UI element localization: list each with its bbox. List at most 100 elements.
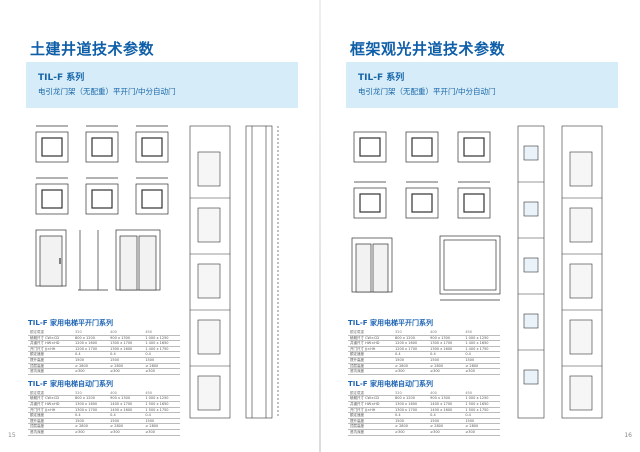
table-cell: 320 xyxy=(393,330,429,336)
table-cell: ≥300 xyxy=(73,368,109,375)
table-cell: 井道尺寸 HW×HD xyxy=(348,401,394,408)
left-table-2-title: TIL-F 家用电梯自动门系列 xyxy=(28,379,113,388)
table-cell: 1 400 x 1650 xyxy=(143,340,180,347)
table-cell: ≥300 xyxy=(143,429,180,436)
table-cell: 0.4 xyxy=(428,412,464,419)
table-cell: 800 x 1200 xyxy=(73,395,109,402)
table-cell: 1500 xyxy=(428,418,464,425)
table-cell: 1 500 x 1650 xyxy=(463,401,500,408)
table-cell: 400 xyxy=(108,390,144,397)
table-cell: 顶层高度 xyxy=(28,423,74,430)
table-cell: 0.4 xyxy=(393,351,429,358)
table-cell: ≥ 2800 xyxy=(143,423,180,430)
table-cell: 1500 xyxy=(463,357,500,364)
table-cell: 1200 x 1700 xyxy=(393,346,429,353)
table-cell: 顶层高度 xyxy=(348,423,394,430)
table-cell: 320 xyxy=(73,390,109,397)
table-cell: ≥ 2800 xyxy=(463,423,500,430)
table-cell: 400 xyxy=(108,330,144,336)
left-series-subtitle: 电引龙门架（无配重）平开门/中分自动门 xyxy=(38,87,176,96)
table-cell: 提升高度 xyxy=(28,357,74,364)
table-cell: 0.4 xyxy=(143,351,180,358)
table-cell: ≥300 xyxy=(428,429,464,436)
table-cell: 1200 x 1600 xyxy=(73,340,109,347)
table-cell: ≥300 xyxy=(108,368,144,375)
right-shaft-section xyxy=(517,125,603,419)
table-cell: ≥300 xyxy=(393,429,429,436)
table-cell: 0.4 xyxy=(73,412,109,419)
table-cell: ≥300 xyxy=(463,429,500,436)
table-cell: 轿厢尺寸 CW×CD xyxy=(28,335,74,342)
table-cell: 1500 xyxy=(108,418,144,425)
table-cell: 900 x 1300 xyxy=(108,395,144,402)
table-cell: 1300 x 1700 xyxy=(73,407,109,414)
table-cell: 1200 x 1700 xyxy=(73,346,109,353)
table-cell: 额定载重 xyxy=(348,390,394,397)
table-cell: 0.4 xyxy=(143,412,180,419)
left-plan-drawings xyxy=(35,125,169,291)
right-plan-drawings xyxy=(351,131,501,301)
table-cell: 底坑深度 xyxy=(348,429,394,436)
table-cell: 井道尺寸 HW×HD xyxy=(348,340,394,347)
table-cell: 1 000 x 1250 xyxy=(463,335,500,342)
table-cell: 800 x 1200 xyxy=(393,395,429,402)
table-cell: 井道尺寸 HW×HD xyxy=(28,401,74,408)
right-page-title: 框架观光井道技术参数 xyxy=(350,40,506,58)
table-cell: ≥ 2800 xyxy=(143,363,180,370)
table-cell: 额定速度 xyxy=(28,412,74,419)
table-cell: 1400 x 1600 xyxy=(428,407,464,414)
right-series-label: TIL-F 系列 xyxy=(358,73,405,83)
table-cell: 提升高度 xyxy=(348,418,394,425)
table-cell: 900 x 1300 xyxy=(428,335,464,342)
table-cell: 450 xyxy=(143,390,180,397)
table-cell: ≥ 2800 xyxy=(393,363,429,370)
table-cell: ≥300 xyxy=(73,429,109,436)
left-page-title: 土建井道技术参数 xyxy=(30,40,155,58)
table-cell: 0.4 xyxy=(463,351,500,358)
right-page-number: 16 xyxy=(624,432,632,439)
table-cell: 1500 xyxy=(393,418,429,425)
table-cell: ≥300 xyxy=(393,368,429,375)
table-cell: 额定速度 xyxy=(348,351,394,358)
left-page: 土建井道技术参数 TIL-F 系列 电引龙门架（无配重）平开门/中分自动门 xyxy=(8,40,298,439)
table-cell: 开门尺寸 JJ×HH xyxy=(28,346,74,353)
right-series-band: TIL-F 系列 电引龙门架（无配重）平开门/中分自动门 xyxy=(346,62,618,108)
table-cell: 1 400 x 1750 xyxy=(143,346,180,353)
table-cell: 额定载重 xyxy=(28,390,74,397)
table-cell: 1300 x 1600 xyxy=(108,346,144,353)
table-cell: 1 500 x 1650 xyxy=(143,401,180,408)
table-cell: 400 xyxy=(428,390,464,397)
table-cell: 1400 x 1700 xyxy=(428,401,464,408)
table-cell: 1500 xyxy=(143,357,180,364)
table-cell: 0.4 xyxy=(463,412,500,419)
table-cell: 900 x 1300 xyxy=(108,335,144,342)
table-cell: 1500 xyxy=(428,357,464,364)
table-cell: 800 x 1200 xyxy=(393,335,429,342)
table-cell: 1 500 x 1750 xyxy=(463,407,500,414)
table-cell: 额定速度 xyxy=(28,351,74,358)
table-cell: 400 xyxy=(428,330,464,336)
table-cell: 轿厢尺寸 CW×CD xyxy=(348,395,394,402)
table-cell: 800 x 1200 xyxy=(73,335,109,342)
right-table-2-title: TIL-F 家用电梯自动门系列 xyxy=(348,379,433,388)
table-cell: ≥300 xyxy=(143,368,180,375)
table-cell: 1500 xyxy=(143,418,180,425)
table-cell: 1300 x 1600 xyxy=(428,346,464,353)
table-cell: 1 000 x 1250 xyxy=(143,335,180,342)
table-cell: 轿厢尺寸 CW×CD xyxy=(348,335,394,342)
table-cell: ≥ 2800 xyxy=(73,423,109,430)
table-cell: ≥ 2800 xyxy=(108,363,144,370)
right-series-subtitle: 电引龙门架（无配重）平开门/中分自动门 xyxy=(358,87,496,96)
table-cell: 1400 x 1700 xyxy=(108,401,144,408)
table-cell: 1300 x 1600 xyxy=(73,401,109,408)
table-cell: 底坑深度 xyxy=(348,368,394,375)
table-cell: 1500 xyxy=(463,418,500,425)
table-cell: 1300 x 1600 xyxy=(393,401,429,408)
table-cell: 1 400 x 1750 xyxy=(463,346,500,353)
table-cell: ≥ 2800 xyxy=(393,423,429,430)
right-page: 框架观光井道技术参数 TIL-F 系列 电引龙门架（无配重）平开门/中分自动门 xyxy=(320,0,640,452)
